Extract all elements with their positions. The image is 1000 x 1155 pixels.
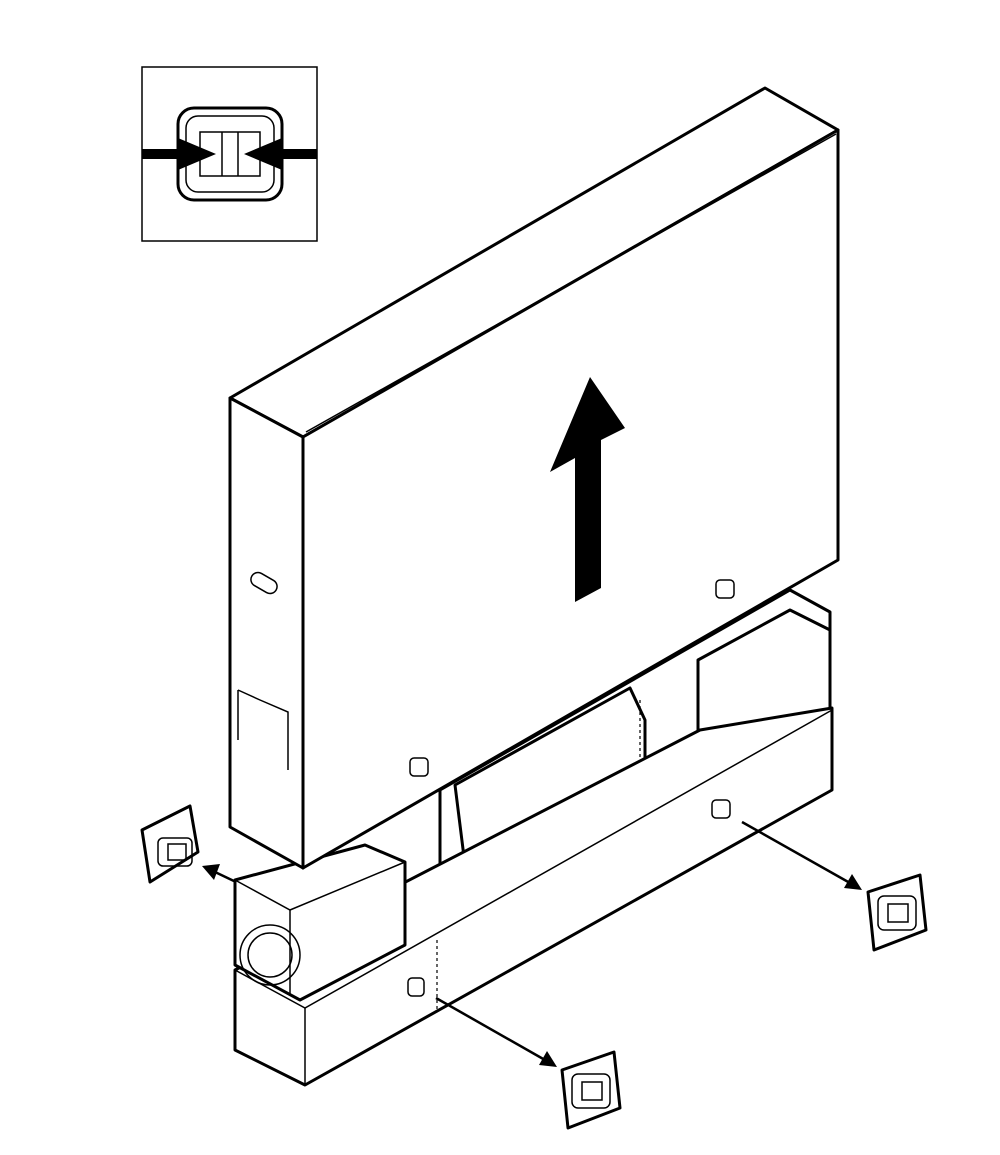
removal-arrows <box>202 820 862 1067</box>
arrow-right-icon <box>539 1051 557 1067</box>
carton-clip-bottom <box>560 1050 622 1130</box>
squeeze-arrow-right-icon <box>244 138 317 170</box>
squeeze-arrow-left-icon <box>142 138 216 170</box>
handle-hole <box>409 757 429 777</box>
tv-carton <box>228 86 840 870</box>
lift-up-arrow-icon <box>550 377 625 602</box>
cable-coil <box>239 924 301 986</box>
inset-detail <box>141 66 318 242</box>
arrow-right-icon <box>844 874 862 890</box>
handle-hole <box>407 977 425 997</box>
base-tray <box>233 588 834 1087</box>
handle-hole <box>711 799 731 819</box>
arrow-left-icon <box>202 864 220 880</box>
carton-clip-right <box>866 873 928 952</box>
carton-clip-left <box>140 804 200 884</box>
handle-hole <box>715 579 735 599</box>
handle-hole <box>250 571 278 595</box>
